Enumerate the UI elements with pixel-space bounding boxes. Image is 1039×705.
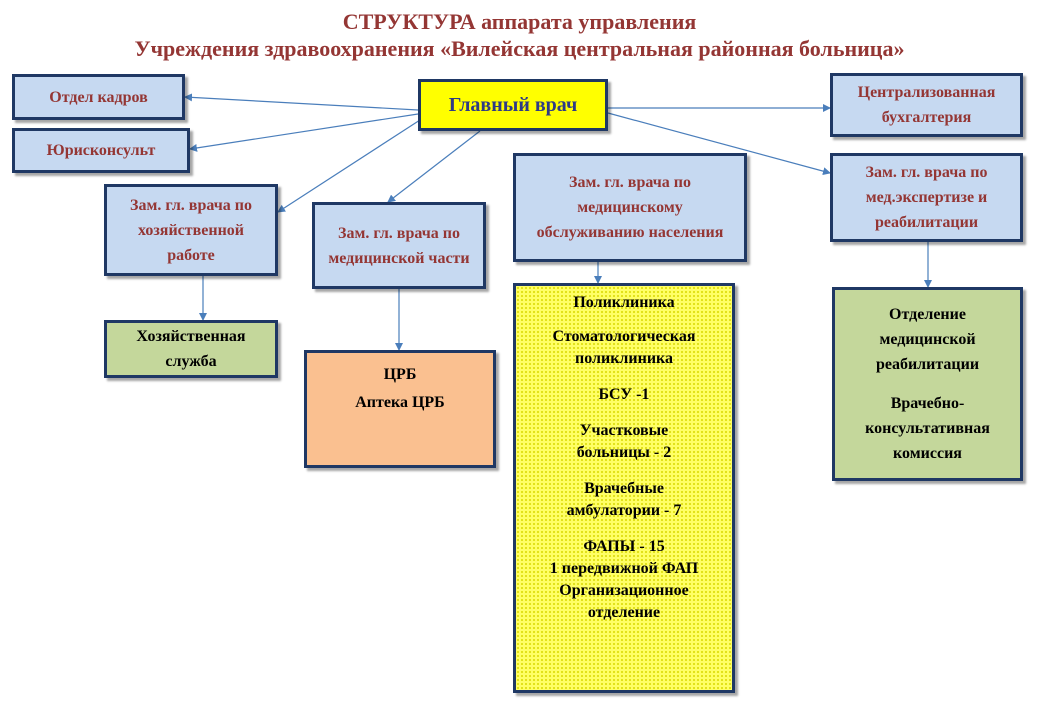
deputy-economic-label: Зам. гл. врача по хозяйственной работе xyxy=(130,196,252,264)
deputy-medical-box: Зам. гл. врача по медицинской части xyxy=(312,202,486,289)
arrow-to-deputy-medical xyxy=(387,130,481,203)
arrow-to-deputy-economic xyxy=(277,119,421,213)
consultative-commission-item: Врачебно-консультативная комиссия xyxy=(865,395,990,462)
rehab-department-item: Отделение медицинской реабилитации xyxy=(875,306,980,373)
list-item: 1 передвижной ФАП xyxy=(549,560,699,577)
list-item: БСУ -1 xyxy=(598,386,650,403)
lawyer-box: Юрисконсульт xyxy=(12,128,190,173)
deputy-economic-box: Зам. гл. врача по хозяйственной работе xyxy=(104,184,278,276)
hr-department-label: Отдел кадров xyxy=(49,88,148,106)
chief-doctor-box: Главный врач xyxy=(418,79,608,131)
list-item: Поликлиника xyxy=(573,294,675,311)
deputy-medical-label: Зам. гл. врача по медицинской части xyxy=(328,224,470,267)
list-item: Стоматологическая поликлиника xyxy=(552,328,696,367)
arrow-to-lawyer xyxy=(189,113,419,152)
economic-service-box: Хозяйственная служба xyxy=(104,320,278,378)
crb-item: ЦРБ xyxy=(383,366,417,383)
rehab-list-box: Отделение медицинской реабилитации Враче… xyxy=(832,287,1023,481)
diagram-subtitle: Учреждения здравоохранения «Вилейская це… xyxy=(134,36,905,61)
crb-pharmacy-item: Аптека ЦРБ xyxy=(355,394,445,411)
list-item: Участковые больницы - 2 xyxy=(576,422,672,461)
deputy-expertise-label: Зам. гл. врача по мед.экспертизе и реаби… xyxy=(865,164,988,231)
crb-box: ЦРБ Аптека ЦРБ xyxy=(304,350,496,468)
deputy-expertise-box: Зам. гл. врача по мед.экспертизе и реаби… xyxy=(830,153,1023,242)
list-item: Врачебные амбулатории - 7 xyxy=(566,480,682,519)
accounting-box: Централизованная бухгалтерия xyxy=(830,73,1023,137)
list-item: Организационное отделение xyxy=(559,582,689,621)
list-item: ФАПЫ - 15 xyxy=(583,538,665,555)
lawyer-label: Юрисконсульт xyxy=(46,142,156,159)
deputy-population-label: Зам. гл. врача по медицинскому обслужива… xyxy=(536,174,724,241)
deputy-population-box: Зам. гл. врача по медицинскому обслужива… xyxy=(513,153,747,262)
chief-doctor-label: Главный врач xyxy=(448,93,578,116)
accounting-label: Централизованная бухгалтерия xyxy=(857,84,996,126)
diagram-title: СТРУКТУРА аппарата управления xyxy=(342,9,697,34)
polyclinic-list-box: Поликлиника Стоматологическая поликлиник… xyxy=(513,283,735,693)
economic-service-label: Хозяйственная служба xyxy=(136,328,246,370)
hr-department-box: Отдел кадров xyxy=(12,74,185,120)
arrow-to-hr xyxy=(184,93,419,111)
arrow-to-deputy-expertise xyxy=(607,112,831,176)
